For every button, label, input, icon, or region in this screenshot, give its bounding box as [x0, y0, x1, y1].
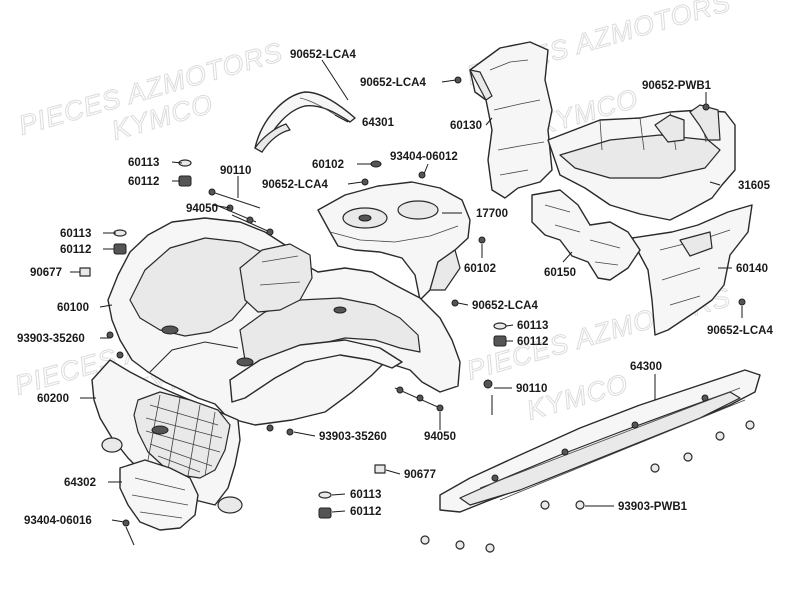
- callout-60150: 60150: [544, 267, 576, 279]
- callout-93903-35260-a: 93903-35260: [17, 333, 85, 345]
- callout-60200: 60200: [37, 393, 69, 405]
- callout-64300: 64300: [630, 361, 662, 373]
- part-60200-front-bumper: [91, 359, 243, 514]
- callout-90652-lca4-d: 90652-LCA4: [472, 300, 538, 312]
- callout-64301: 64301: [362, 117, 395, 129]
- hardware-fasteners: [79, 76, 755, 553]
- callout-90677-b: 90677: [404, 469, 436, 481]
- callout-17700: 17700: [476, 208, 508, 220]
- callout-90652-lca4-c: 90652-LCA4: [262, 179, 328, 191]
- callout-90652-lca4-b: 90652-LCA4: [360, 77, 426, 89]
- callout-64302: 64302: [64, 477, 96, 489]
- callout-90677-a: 90677: [30, 267, 62, 279]
- callout-60113-d: 60113: [350, 489, 381, 501]
- callout-90652-lca4-e: 90652-LCA4: [707, 325, 773, 337]
- part-60140-side-cover: [631, 204, 753, 336]
- callout-60102-a: 60102: [312, 159, 344, 171]
- callout-60140: 60140: [736, 263, 768, 275]
- callout-60113-a: 60113: [128, 157, 159, 169]
- callout-60130: 60130: [450, 120, 482, 132]
- callout-94050-a: 94050: [186, 203, 218, 215]
- callout-31605: 31605: [738, 180, 771, 192]
- callout-90652-pwb1: 90652-PWB1: [642, 80, 712, 92]
- callout-90652-lca4-top: 90652-LCA4: [290, 49, 356, 61]
- part-60150-inner-liner: [531, 189, 641, 281]
- part-60100-front-fender: [107, 217, 461, 426]
- leader-lines: [70, 59, 743, 523]
- callout-90110-a: 90110: [220, 165, 251, 177]
- callout-94050-b: 94050: [424, 431, 456, 443]
- callout-60112-a: 60112: [128, 176, 159, 188]
- part-60130-side-cover: [469, 41, 553, 199]
- callout-93903-pwb1: 93903-PWB1: [618, 501, 688, 513]
- callout-93903-35260-b: 93903-35260: [319, 431, 387, 443]
- part-17700-dash-panel: [317, 181, 471, 301]
- callout-60112-c: 60112: [517, 336, 548, 348]
- callout-60112-b: 60112: [60, 244, 91, 256]
- callout-93404-06016: 93404-06016: [24, 515, 92, 527]
- part-64300-skid-plate: [439, 369, 761, 513]
- callout-90110-b: 90110: [516, 383, 547, 395]
- callout-60113-b: 60113: [60, 228, 91, 240]
- part-64302-skid-plate: [119, 459, 199, 531]
- callout-60102-b: 60102: [464, 263, 496, 275]
- part-31605-storage-box: [547, 104, 736, 221]
- part-64301-visor: [254, 91, 356, 153]
- callout-labels: 90652-LCA4 90652-LCA4 64301 60130 90652-…: [17, 49, 773, 527]
- callout-60112-d: 60112: [350, 506, 381, 518]
- callout-60113-c: 60113: [517, 320, 548, 332]
- callout-60100: 60100: [57, 302, 89, 314]
- callout-93404-06012: 93404-06012: [390, 151, 458, 163]
